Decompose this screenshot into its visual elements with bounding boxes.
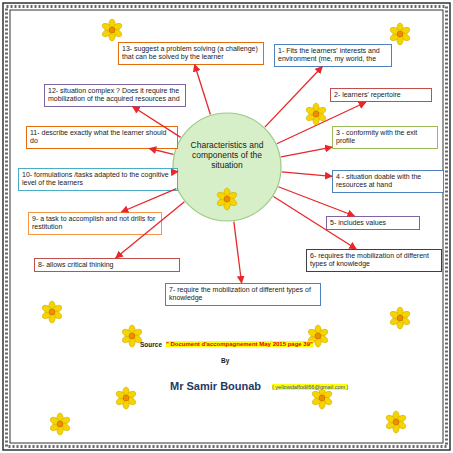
daffodil xyxy=(385,411,407,433)
characteristic-box: 2- learners' repertoire xyxy=(330,88,432,102)
daffodil xyxy=(389,23,411,45)
box-text: 2- learners' repertoire xyxy=(334,91,428,99)
daffodil xyxy=(216,188,238,210)
box-text: 11- describe exactly what the learner sh… xyxy=(30,129,174,146)
box-text: 10- formulations /tasks adapted to the c… xyxy=(22,171,174,188)
characteristic-box: 8- allows critical thinking xyxy=(34,258,180,272)
red-arrow xyxy=(195,65,211,115)
characteristic-box: 4 - situation doable with the resources … xyxy=(332,170,444,193)
daffodil xyxy=(311,387,333,409)
red-arrow xyxy=(172,171,178,173)
daffodil xyxy=(389,307,411,329)
red-arrow xyxy=(149,149,173,155)
characteristic-box: 13- suggest a problem solving (a challen… xyxy=(118,42,264,65)
characteristic-box: 12- situation complex ? Does it require … xyxy=(44,84,186,107)
characteristic-box: 1- Fits the learners' interests and envi… xyxy=(274,44,392,67)
source-reference: " Document d'accompagnement May 2015 pag… xyxy=(166,341,313,347)
daffodil xyxy=(101,19,123,41)
box-text: 13- suggest a problem solving (a challen… xyxy=(122,45,260,62)
red-arrow xyxy=(133,107,181,138)
frame-inner xyxy=(10,10,443,443)
box-text: 6- requires the mobilization of differen… xyxy=(310,252,438,269)
characteristic-box: 9- a task to accomplish and not drills f… xyxy=(28,212,162,235)
center-title: Characteristics and components of the si… xyxy=(186,140,268,171)
daffodil xyxy=(49,413,71,435)
author-name: Mr Samir Bounab xyxy=(170,380,261,392)
source-label: Source xyxy=(140,341,162,348)
characteristic-box: 3 - conformity with the exit profile xyxy=(332,126,438,149)
box-text: 4 - situation doable with the resources … xyxy=(336,173,440,190)
red-arrow xyxy=(273,196,356,249)
red-arrow xyxy=(278,187,354,216)
red-arrow xyxy=(277,102,366,143)
characteristic-box: 5- includes values xyxy=(326,216,420,230)
red-arrow xyxy=(281,147,332,157)
box-text: 7- require the mobilization of different… xyxy=(169,286,317,303)
characteristic-box: 10- formulations /tasks adapted to the c… xyxy=(18,168,178,191)
daffodil xyxy=(115,387,137,409)
box-text: 1- Fits the learners' interests and envi… xyxy=(278,47,388,64)
by-label: By xyxy=(221,357,229,364)
daffodil xyxy=(121,325,143,347)
circle-shape xyxy=(173,113,281,221)
red-arrow xyxy=(121,189,176,212)
box-text: 12- situation complex ? Does it require … xyxy=(48,87,182,104)
red-arrow xyxy=(282,172,332,176)
box-text: 9- a task to accomplish and not drills f… xyxy=(32,215,158,232)
box-text: 5- includes values xyxy=(330,219,416,227)
characteristic-box: 6- requires the mobilization of differen… xyxy=(306,249,442,272)
box-text: 8- allows critical thinking xyxy=(38,261,176,269)
characteristic-box: 7- require the mobilization of different… xyxy=(165,283,321,306)
red-arrow xyxy=(116,202,185,258)
red-arrow xyxy=(234,222,242,283)
frame-outer xyxy=(3,3,450,450)
box-text: 3 - conformity with the exit profile xyxy=(336,129,434,146)
characteristic-box: 11- describe exactly what the learner sh… xyxy=(26,126,178,149)
author-email: ( yellowdaffodil66@gmail.com ) xyxy=(272,384,348,390)
daffodil xyxy=(41,301,63,323)
center-circle: Characteristics and components of the si… xyxy=(172,112,282,222)
frame-pattern xyxy=(7,7,447,447)
daffodil xyxy=(305,103,327,125)
red-arrow xyxy=(265,67,322,128)
